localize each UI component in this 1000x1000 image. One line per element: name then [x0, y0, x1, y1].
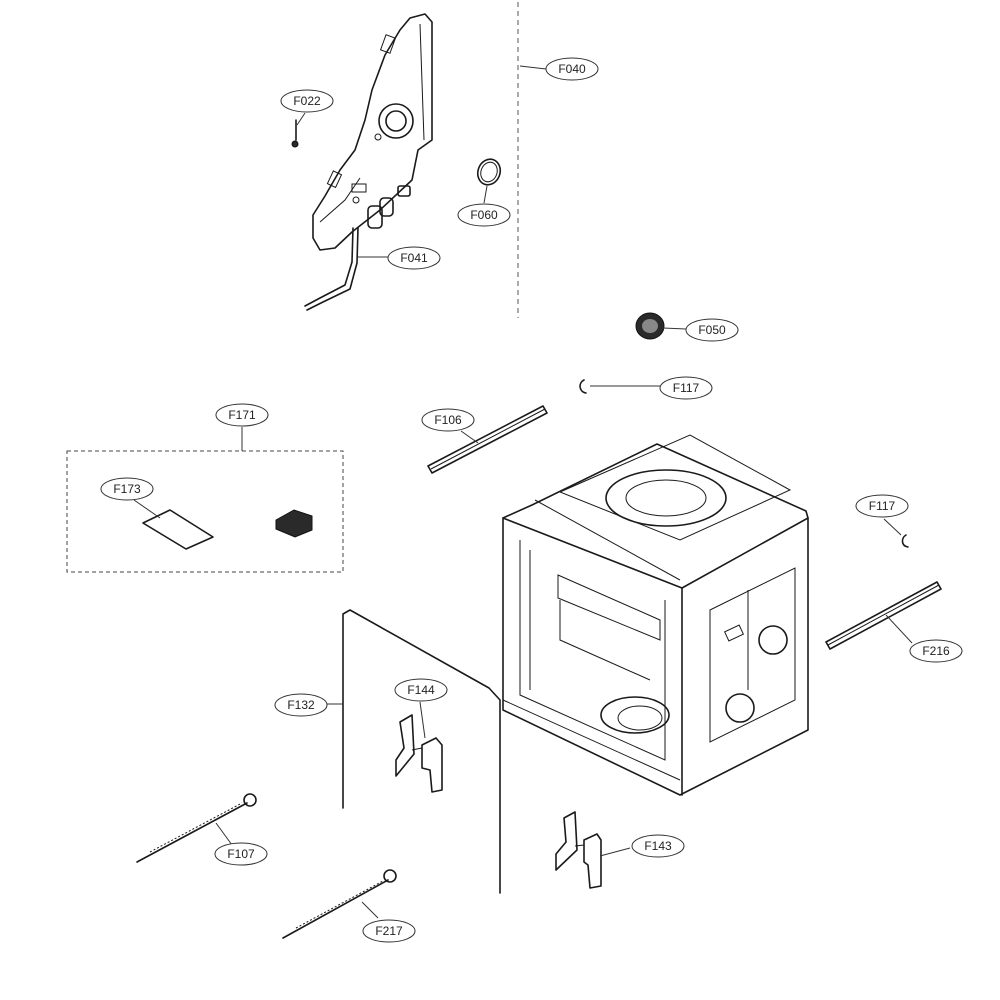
part-f106-rail	[427, 405, 548, 474]
leader-f173	[133, 499, 161, 519]
callout-f050-label: F050	[698, 323, 726, 337]
callout-f132-label: F132	[287, 698, 315, 712]
callout-f106-label: F106	[434, 413, 462, 427]
part-f144-hinge	[395, 714, 443, 793]
part-f217-cable	[282, 869, 397, 939]
callout-f117-top: F117	[659, 376, 713, 400]
callout-f022-label: F022	[293, 94, 321, 108]
part-f060-ring	[476, 158, 502, 186]
part-f041-hose	[304, 227, 359, 311]
callout-f132: F132	[274, 693, 328, 717]
part-f040-panel	[312, 13, 433, 251]
leader-f022	[296, 112, 306, 126]
callout-f144: F144	[394, 678, 448, 702]
leader-f050	[662, 327, 687, 330]
callout-f173-label: F173	[113, 482, 141, 496]
callout-f216-label: F216	[922, 644, 950, 658]
callout-f117-right: F117	[855, 494, 909, 518]
callout-f143: F143	[631, 834, 685, 858]
leader-f106	[460, 430, 479, 444]
callout-f106: F106	[421, 408, 475, 432]
leader-f117b	[883, 518, 902, 536]
callout-f143-label: F143	[644, 839, 672, 853]
callout-f117-right-label: F117	[869, 499, 896, 513]
callout-f171-label: F171	[228, 408, 256, 422]
f171-group-box	[66, 450, 344, 573]
part-tub-body	[502, 434, 809, 796]
callout-f117-top-label: F117	[673, 381, 700, 395]
callout-f060: F060	[457, 203, 511, 227]
part-f143-hinge	[555, 811, 602, 889]
leader-lines	[133, 65, 913, 919]
callout-f144-label: F144	[407, 683, 435, 697]
leader-f107	[215, 822, 233, 846]
callout-f217: F217	[362, 919, 416, 943]
part-f050-cap	[635, 312, 665, 340]
part-f216-rail	[825, 581, 942, 650]
part-f022-screw	[291, 119, 299, 148]
leader-f217	[361, 901, 379, 919]
part-f107-cable	[136, 793, 257, 863]
callout-f040: F040	[545, 57, 599, 81]
callout-f171: F171	[215, 403, 269, 427]
leader-f060	[483, 185, 488, 204]
leader-f144	[419, 701, 426, 739]
part-f117-clip-top	[579, 379, 587, 394]
callout-f050: F050	[685, 318, 739, 342]
leader-f216	[885, 614, 913, 644]
leader-f040	[519, 65, 547, 70]
callout-f217-label: F217	[375, 924, 403, 938]
callout-f022: F022	[280, 89, 334, 113]
callout-f107: F107	[214, 842, 268, 866]
part-f132-gasket	[342, 609, 501, 894]
callout-f041-label: F041	[400, 251, 428, 265]
callout-f173: F173	[100, 477, 154, 501]
part-f117-clip-right	[901, 534, 909, 548]
callout-f060-label: F060	[470, 208, 498, 222]
callout-f040-label: F040	[558, 62, 586, 76]
part-f171-latch	[275, 509, 313, 538]
part-f173-label	[142, 509, 214, 550]
leader-f143	[599, 847, 631, 857]
callout-f107-label: F107	[227, 847, 255, 861]
callout-f041: F041	[387, 246, 441, 270]
callout-f216: F216	[909, 639, 963, 663]
